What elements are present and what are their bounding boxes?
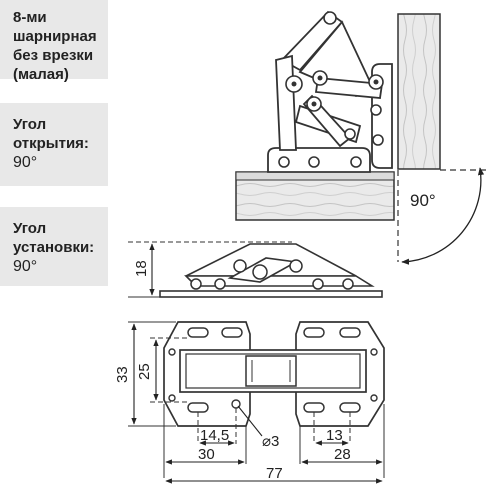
- right-hole-offset-label: 13: [326, 427, 343, 444]
- left-width-label: 30: [198, 446, 215, 463]
- opening-angle-title: Угол открытия:: [13, 116, 89, 152]
- side-base-plate: [159, 290, 383, 298]
- hinge-side-view: 18: [128, 241, 383, 298]
- hinge-type-panel: 8-ми шарнирная без врезки (малая): [0, 0, 108, 83]
- right-width-label: 28: [334, 446, 351, 463]
- hinge-open-view: 90°: [235, 10, 490, 265]
- door-panel: [397, 13, 441, 170]
- angle-label: 90°: [410, 191, 436, 210]
- hole-diameter-label: ⌀3: [262, 433, 279, 450]
- hinge-type-title: 8-ми шарнирная без врезки (малая): [13, 9, 97, 83]
- total-width-label: 77: [266, 465, 283, 482]
- hinge-plan-view: 33 25 14,5 ⌀3 13 30 28 77: [114, 321, 385, 484]
- height-label: 18: [133, 260, 150, 277]
- mount-angle-title: Угол установки:: [13, 220, 95, 256]
- opening-angle-panel: Угол открытия: 90°: [0, 103, 108, 186]
- left-hole-offset-label: 14,5: [200, 427, 229, 444]
- mount-angle-value: 90°: [13, 258, 38, 275]
- mount-angle-panel: Угол установки: 90°: [0, 207, 108, 286]
- angle-arc: [401, 167, 485, 265]
- opening-angle-value: 90°: [13, 154, 38, 171]
- plate-height-label: 33: [114, 366, 131, 383]
- hole-spacing-label: 25: [136, 363, 153, 380]
